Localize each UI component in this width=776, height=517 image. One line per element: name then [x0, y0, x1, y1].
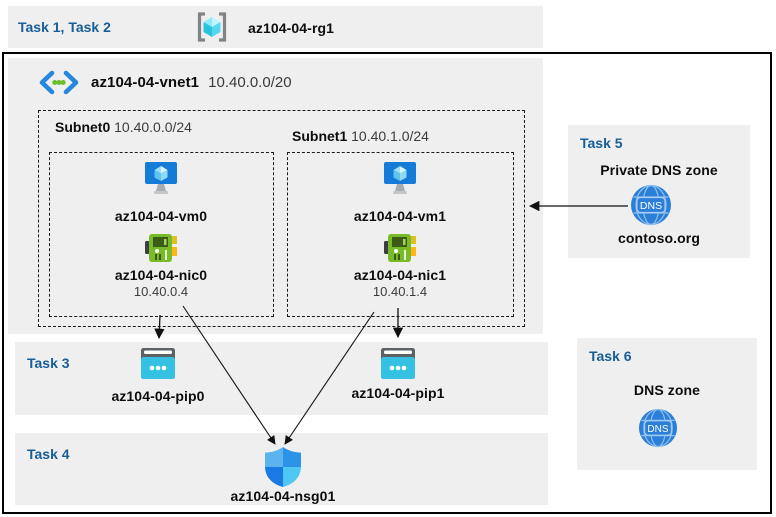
vnet-header: az104-04-vnet1 10.40.0.0/20 — [36, 68, 292, 96]
nic1-icon — [384, 234, 416, 262]
pip0-name: az104-04-pip0 — [111, 388, 205, 404]
subnets-container — [38, 110, 525, 327]
pip1-icon — [381, 348, 415, 379]
vm1-name: az104-04-vm1 — [353, 208, 447, 224]
vm0-icon — [145, 162, 177, 194]
private-dns-icon-text: DNS — [640, 200, 662, 212]
task1-task2-band: Task 1, Task 2 az104-04-rg1 — [8, 6, 543, 48]
task1-task2-label: Task 1, Task 2 — [18, 19, 111, 35]
nic0-icon — [145, 234, 177, 262]
dns-zone-icon-text: DNS — [647, 424, 668, 435]
task5-box: Task 5 Private DNS zone DNS contoso.org — [568, 125, 750, 258]
dns-zone-icon: DNS — [638, 408, 678, 448]
private-dns-zone-title: Private DNS zone — [600, 162, 718, 178]
task3-band: Task 3 az104-04-pip0 az104-04-pip1 — [15, 342, 548, 415]
vm0-name: az104-04-vm0 — [114, 208, 208, 224]
vnet-name: az104-04-vnet1 — [91, 73, 200, 91]
virtual-network-icon — [39, 70, 79, 94]
subnet1-cidr: 10.40.1.0/24 — [351, 128, 429, 144]
task6-box: Task 6 DNS zone DNS — [577, 338, 757, 470]
subnet1-content: az104-04-vm1 az104-04-nic1 10.40.1.4 — [288, 152, 512, 299]
nic1-name: az104-04-nic1 — [353, 267, 447, 283]
private-dns-icon: DNS — [631, 184, 671, 226]
task3-label: Task 3 — [27, 355, 70, 371]
resource-group-icon — [197, 12, 227, 42]
subnet1-label: Subnet1 10.40.1.0/24 — [292, 128, 429, 144]
subnet0-name: Subnet0 — [55, 119, 111, 135]
subnet0-box — [49, 152, 274, 317]
subnet1-name: Subnet1 — [292, 128, 348, 144]
pip1-name: az104-04-pip1 — [351, 385, 445, 401]
nic1-ip: 10.40.1.4 — [372, 284, 428, 299]
task4-band: Task 4 az104-04-nsg01 — [15, 433, 548, 505]
nic0-ip: 10.40.0.4 — [133, 284, 189, 299]
task5-label: Task 5 — [580, 135, 623, 151]
dns-zone-title: DNS zone — [633, 382, 701, 398]
diagram-outer-border — [2, 52, 772, 514]
pip0-icon — [141, 348, 175, 379]
nic0-name: az104-04-nic0 — [114, 267, 208, 283]
subnet0-label: Subnet0 10.40.0.0/24 — [55, 119, 192, 135]
vnet-cidr: 10.40.0.0/20 — [208, 73, 292, 91]
subnet1-box — [287, 152, 514, 317]
vm1-icon — [384, 162, 416, 194]
subnet0-cidr: 10.40.0.0/24 — [114, 119, 192, 135]
nsg-shield-icon — [265, 447, 301, 487]
private-dns-zone-name: contoso.org — [618, 230, 700, 246]
task4-label: Task 4 — [27, 446, 70, 462]
task6-label: Task 6 — [589, 348, 632, 364]
vnet-panel — [8, 58, 543, 334]
nsg-name: az104-04-nsg01 — [230, 488, 336, 504]
subnet0-content: az104-04-vm0 az104-04-nic0 10.40.0.4 — [50, 152, 272, 299]
resource-group-name: az104-04-rg1 — [248, 20, 335, 36]
